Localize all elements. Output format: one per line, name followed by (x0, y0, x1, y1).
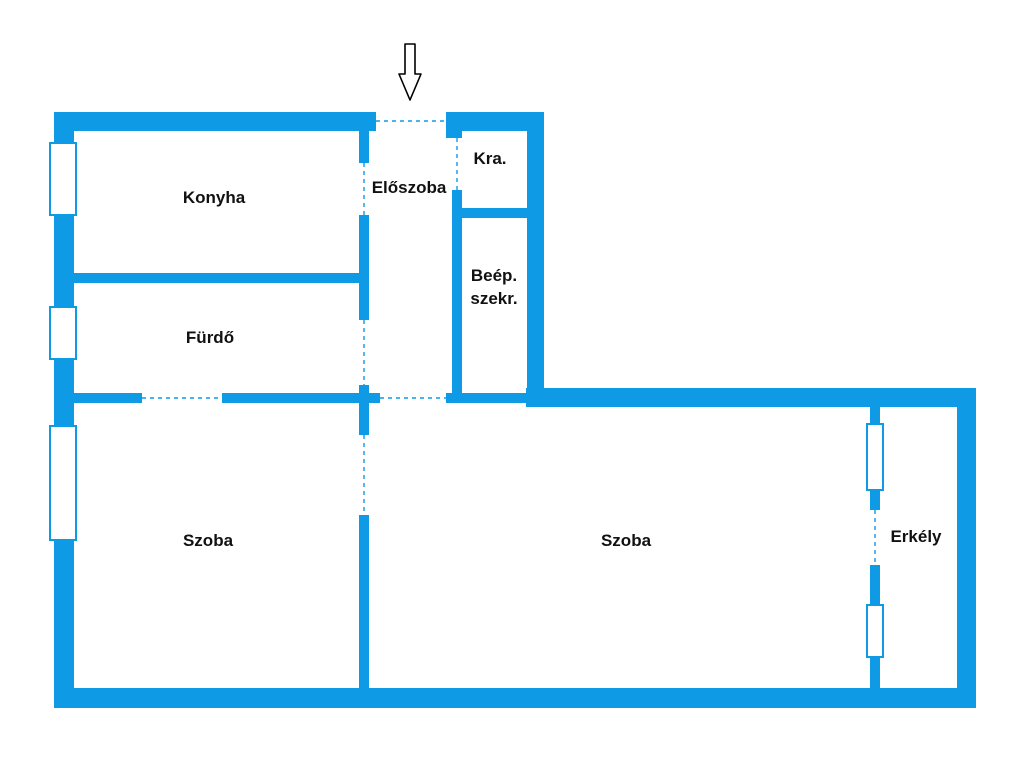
wall-szoba-divider-bottom (359, 515, 369, 690)
wall-furdo-bottom-right (222, 393, 380, 403)
wall-outer-top-right (446, 112, 544, 131)
wall-kamra-right (527, 112, 544, 407)
door-openings (142, 120, 876, 565)
wall-outer-top-left (54, 112, 376, 131)
wall-hall-bottom-right (446, 393, 530, 403)
window-konyha (49, 142, 77, 216)
window-furdo (49, 306, 77, 360)
label-szoba-main: Szoba (601, 531, 652, 550)
windows (49, 142, 884, 658)
wall-hall-left-mid (359, 215, 369, 320)
label-erkely: Erkély (890, 527, 942, 546)
label-szoba-left: Szoba (183, 531, 234, 550)
window-erkely-bottom (866, 604, 884, 658)
wall-outer-bottom (54, 688, 976, 708)
wall-closet-left (452, 190, 462, 400)
label-beepitett-line1: Beép. (471, 266, 517, 285)
window-erkely-top (866, 423, 884, 491)
label-beepitett-line2: szekr. (470, 289, 517, 308)
window-szoba-left (49, 425, 77, 541)
wall-konyha-furdo (74, 273, 369, 283)
wall-step-top (526, 388, 976, 407)
wall-outer-right (957, 388, 976, 708)
wall-hall-left-top (359, 131, 369, 163)
arrow-down-icon (398, 43, 422, 101)
wall-furdo-bottom-left (74, 393, 142, 403)
room-labels: Konyha Fürdő Előszoba Kra. Beép. szekr. … (183, 149, 942, 550)
label-konyha: Konyha (183, 188, 246, 207)
wall-kamra-stub (446, 112, 462, 138)
label-kamra: Kra. (473, 149, 506, 168)
wall-szoba-divider-top (359, 385, 369, 435)
wall-outer-left (54, 112, 74, 708)
label-eloszoba: Előszoba (372, 178, 447, 197)
entrance-arrow-icon (398, 43, 422, 101)
label-furdo: Fürdő (186, 328, 234, 347)
walls (54, 112, 976, 708)
wall-kamra-bottom (452, 208, 532, 218)
